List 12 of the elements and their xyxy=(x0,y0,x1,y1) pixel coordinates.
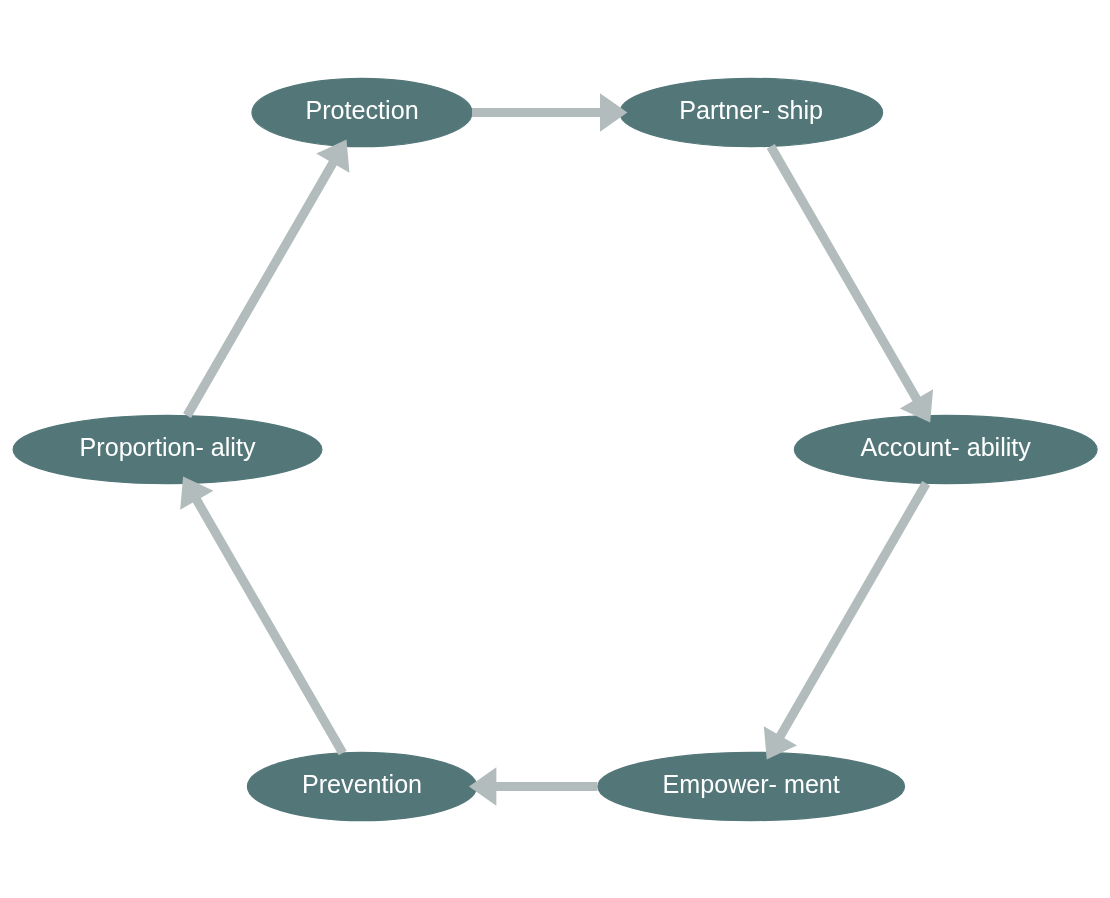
arrow xyxy=(183,138,350,418)
node-ellipse: Account- ability xyxy=(793,414,1098,484)
arrow xyxy=(766,143,934,423)
node-ellipse: Prevention xyxy=(246,751,478,821)
arrow xyxy=(180,476,347,755)
node-ellipse: Protection xyxy=(251,77,473,147)
node-ellipse: Partner- ship xyxy=(619,77,884,147)
arrow xyxy=(472,92,628,132)
arrow xyxy=(468,766,598,806)
node-ellipse: Empower- ment xyxy=(597,751,906,821)
node-ellipse: Proportion- ality xyxy=(12,414,323,484)
arrow xyxy=(763,480,931,760)
